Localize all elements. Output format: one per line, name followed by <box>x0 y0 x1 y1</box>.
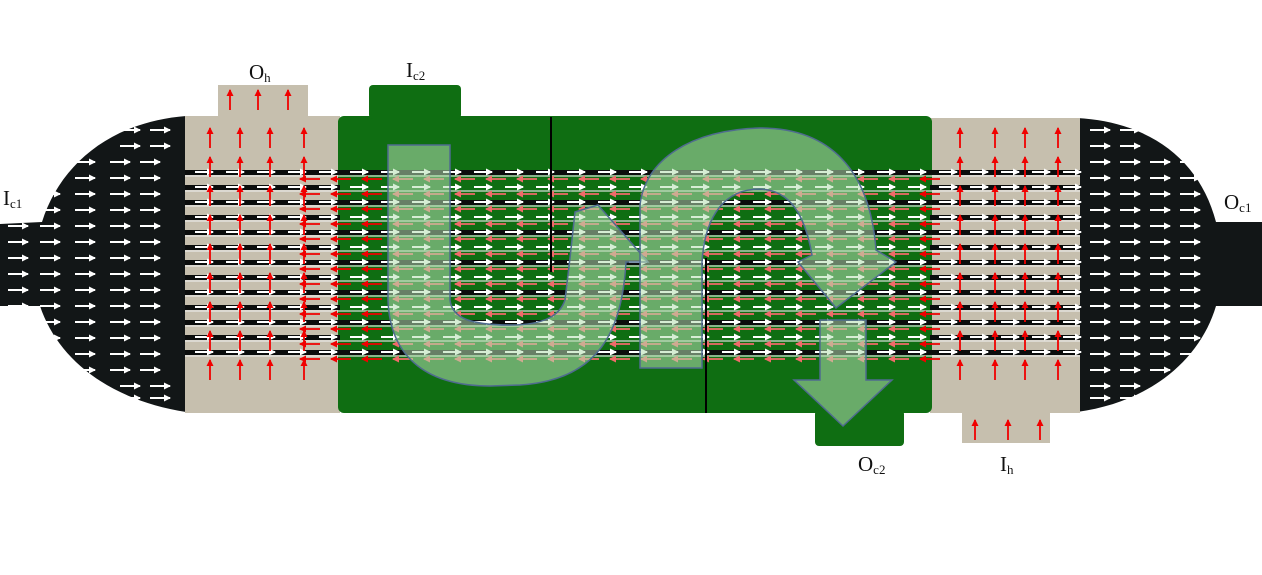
channel-gap <box>185 355 1080 357</box>
channel-gap <box>185 280 1080 282</box>
channel-gap <box>185 310 1080 312</box>
hot-outlet-nozzle <box>218 85 308 117</box>
channel-gap <box>185 265 1080 267</box>
label-cold1-outlet: Oc1 <box>1224 190 1252 215</box>
label-cold2-outlet: Oc2 <box>858 452 886 477</box>
cold2-flow-path-overlay <box>387 127 898 428</box>
label-hot-outlet: Oh <box>249 60 271 85</box>
channel-gap <box>185 295 1080 297</box>
label-cold2-inlet: Ic2 <box>406 58 426 83</box>
channel-gap <box>185 340 1080 342</box>
hot-inlet-nozzle <box>962 410 1050 443</box>
label-cold1-inlet: Ic1 <box>3 186 23 211</box>
channel-gap <box>185 175 1080 177</box>
channel-gap <box>185 220 1080 222</box>
label-hot-inlet: Ih <box>1000 452 1014 477</box>
cold2-outlet-nozzle <box>815 410 904 446</box>
left-inlet-header <box>0 116 186 412</box>
channel-gap <box>185 325 1080 327</box>
cold2-inlet-nozzle <box>369 85 461 119</box>
channel-gap <box>185 235 1080 237</box>
channel-gap <box>185 190 1080 192</box>
channel-gap <box>185 205 1080 207</box>
